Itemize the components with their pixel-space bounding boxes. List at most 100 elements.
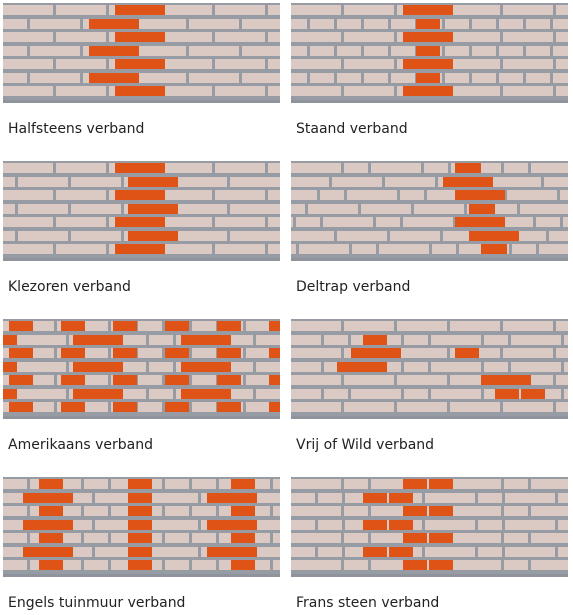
highlight-brick: [3, 334, 17, 345]
brick: [397, 321, 447, 331]
brick: [215, 59, 265, 69]
brick: [499, 72, 523, 83]
highlight-brick: [403, 506, 427, 516]
brick: [445, 45, 469, 56]
brick: [16, 388, 66, 399]
brick: [165, 479, 189, 489]
brick: [397, 348, 447, 358]
brick: [553, 18, 568, 29]
brick: [162, 244, 212, 254]
bond-label: Halfsteens verband: [8, 121, 145, 137]
brick: [192, 479, 216, 489]
brick: [189, 72, 239, 83]
brick: [189, 18, 239, 29]
brick: [3, 59, 53, 69]
brick: [531, 560, 568, 570]
brick: [268, 32, 280, 42]
brick: [291, 163, 341, 173]
brick: [3, 546, 39, 557]
brick: [531, 163, 568, 173]
brick: [291, 244, 296, 254]
highlight-brick: [165, 348, 189, 358]
brick: [3, 18, 27, 29]
brick: [450, 5, 500, 15]
highlight-brick: [115, 59, 165, 69]
brick: [332, 176, 382, 187]
brick: [192, 321, 216, 331]
brick: [291, 546, 315, 557]
brick: [472, 72, 496, 83]
brick: [162, 190, 212, 200]
highlight-brick: [217, 348, 241, 358]
brick: [443, 230, 493, 241]
brick: [229, 334, 253, 345]
brick: [450, 402, 500, 412]
brick: [491, 176, 541, 187]
brick: [451, 506, 501, 516]
highlight-brick: [9, 348, 33, 358]
brick: [291, 203, 305, 214]
brick: [95, 519, 145, 530]
brick: [397, 402, 447, 412]
brick: [391, 45, 415, 56]
brick: [504, 479, 528, 489]
brick: [3, 5, 53, 15]
brick: [472, 18, 496, 29]
highlight-brick: [89, 45, 139, 56]
brick: [84, 479, 108, 489]
brick: [310, 72, 334, 83]
brick: [56, 5, 106, 15]
brick: [291, 18, 307, 29]
highlight-brick: [403, 560, 427, 570]
brick: [18, 203, 68, 214]
brick: [344, 163, 368, 173]
brick: [503, 321, 553, 331]
brick: [84, 402, 108, 412]
brick: [30, 72, 80, 83]
highlight-brick: [231, 506, 255, 516]
brick: [192, 560, 216, 570]
highlight-brick: [3, 361, 17, 372]
highlight-brick: [115, 32, 165, 42]
bond-label: Engels tuinmuur verband: [8, 595, 186, 611]
brick: [95, 546, 145, 557]
highlight-brick: [469, 203, 495, 214]
highlight-brick: [403, 479, 427, 489]
highlight-brick: [115, 5, 165, 15]
brick: [3, 86, 53, 96]
brick: [526, 45, 550, 56]
brick: [504, 163, 528, 173]
brick: [391, 18, 415, 29]
highlight-brick: [363, 546, 387, 557]
brick: [3, 45, 27, 56]
brick: [425, 492, 475, 503]
brick: [503, 402, 553, 412]
brick: [556, 375, 568, 385]
brick: [84, 560, 108, 570]
brick: [496, 230, 546, 241]
brick: [499, 18, 523, 29]
brick: [291, 492, 315, 503]
highlight-brick: [269, 348, 280, 358]
highlight-brick: [165, 402, 189, 412]
brick: [56, 32, 106, 42]
brick: [344, 506, 368, 516]
brick: [512, 244, 536, 254]
brick: [414, 203, 464, 214]
brick: [364, 18, 388, 29]
brick: [291, 560, 341, 570]
highlight-brick: [61, 348, 85, 358]
brick: [361, 203, 411, 214]
brick: [564, 361, 568, 372]
highlight-brick: [9, 375, 33, 385]
brick: [478, 492, 502, 503]
brick: [558, 492, 568, 503]
brick: [268, 86, 280, 96]
bond-label: Deltrap verband: [296, 279, 411, 295]
highlight-brick: [389, 519, 413, 530]
brick: [344, 32, 394, 42]
brick: [138, 402, 162, 412]
brick: [400, 190, 424, 200]
brick: [451, 533, 501, 543]
brick: [291, 533, 341, 543]
